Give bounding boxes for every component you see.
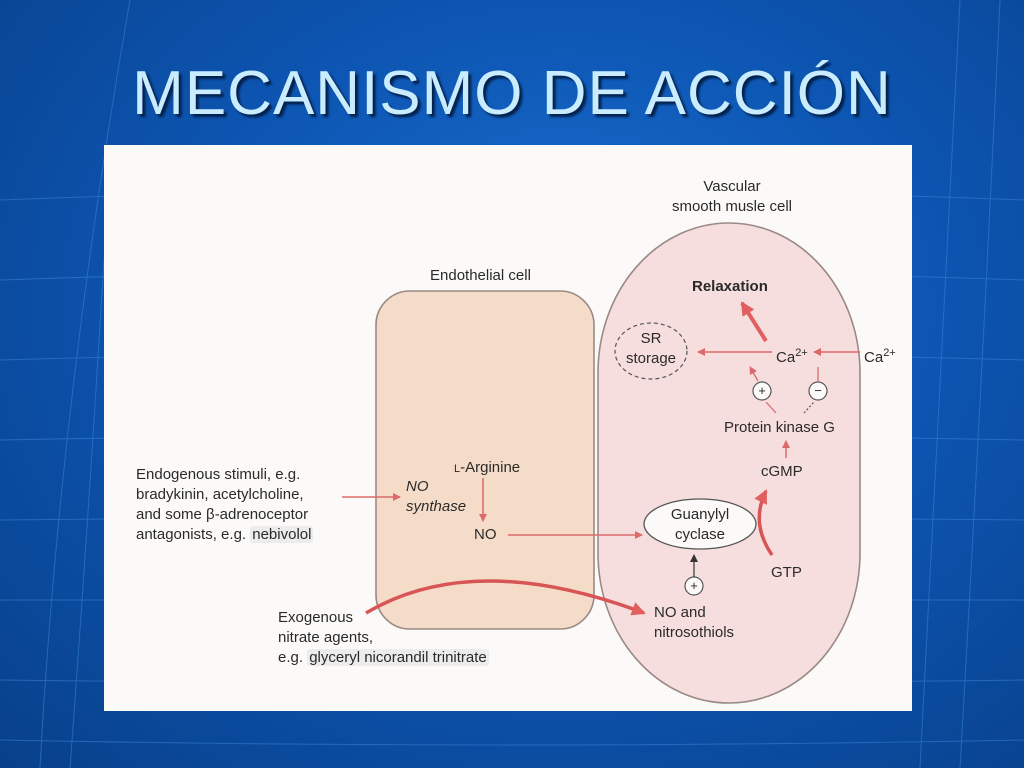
arrow-pkg-to-minus (803, 401, 815, 414)
endogenous-stimuli-text: Endogenous stimuli, e.g. bradykinin, ace… (136, 466, 314, 543)
ca-outer-label: Ca2+ (864, 347, 896, 366)
arrow-gtp-to-cgmp (754, 489, 774, 556)
nebivolol-highlight: nebivolol (250, 526, 314, 543)
endothelial-cell-label: Endothelial cell (430, 267, 531, 284)
guanylyl-cyclase-shape (643, 498, 757, 550)
smooth-muscle-cell-shape (597, 222, 861, 704)
arrow-ca-to-relaxation (740, 301, 768, 343)
exogenous-nitrate-text: Exogenous nitrate agents, e.g. glyceryl … (278, 609, 489, 666)
no-nitrosothiols-label: NO and nitrosothiols (654, 604, 735, 641)
relaxation-label: Relaxation (692, 278, 768, 295)
arrow-pkg-to-plus (765, 401, 777, 414)
plus-circle-upper (752, 381, 772, 401)
gtp-label: GTP (771, 564, 802, 581)
arrow-plus-to-ca (749, 366, 759, 382)
l-arginine-label: L-Arginine (454, 459, 521, 476)
smooth-muscle-cell-label: Vascular smooth musle cell (671, 178, 793, 215)
minus-sign: − (814, 383, 822, 398)
arrow-exogenous-curve (365, 579, 646, 616)
plus-sign-lower: + (690, 578, 698, 593)
protein-kinase-g-label: Protein kinase G (724, 419, 835, 436)
cgmp-label: cGMP (761, 463, 803, 480)
diagram-graphics (342, 222, 861, 704)
slide-title: MECANISMO DE ACCIÓN (132, 59, 892, 128)
sr-storage-shape (614, 322, 688, 380)
plus-sign-upper: + (758, 383, 766, 398)
no-label: NO (474, 526, 497, 543)
guanylyl-cyclase-label: Guanylyl cyclase (670, 506, 730, 543)
endothelial-cell-shape (375, 290, 595, 630)
sr-storage-label: SR storage (625, 330, 677, 367)
ca-inner-label: Ca2+ (776, 347, 808, 366)
minus-circle (808, 381, 828, 401)
mechanism-diagram: Vascular smooth musle cell Endothelial c… (104, 145, 912, 711)
nitrate-highlight: glyceryl nicorandil trinitrate (307, 649, 489, 666)
no-synthase-label: NO synthase (406, 478, 467, 515)
